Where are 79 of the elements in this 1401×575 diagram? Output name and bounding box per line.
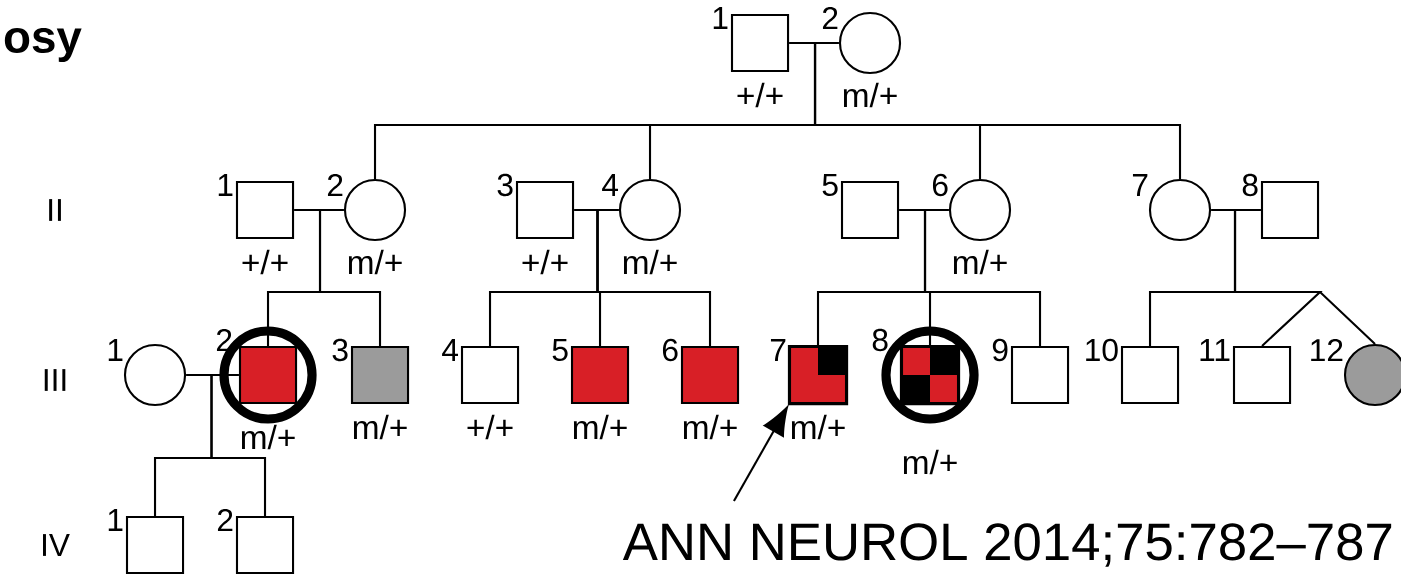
individual-number: 1 <box>218 174 233 196</box>
affected-male-square <box>787 344 849 406</box>
individual-number: 3 <box>332 338 348 362</box>
female-circle <box>838 11 902 75</box>
genotype-label: m/+ <box>353 414 407 440</box>
generation-label: IV <box>43 534 70 556</box>
female-circle <box>948 178 1012 242</box>
genotype-label: m/+ <box>843 82 897 108</box>
genotype-label: m/+ <box>573 414 627 440</box>
individual-number: 2 <box>217 508 233 532</box>
genotype-label: +/+ <box>522 249 568 275</box>
individual-number: 4 <box>602 174 618 196</box>
individual-number: 7 <box>1132 174 1148 196</box>
affected-male-square <box>238 345 298 405</box>
individual-number: 12 <box>1311 338 1343 362</box>
descent-line <box>923 210 1042 346</box>
individual-number: 2 <box>822 6 838 30</box>
male-square <box>125 515 185 575</box>
genotype-label: +/+ <box>467 414 513 440</box>
affected-male-square <box>680 345 740 405</box>
affected-male-square <box>570 345 630 405</box>
individual-number: 5 <box>552 338 568 362</box>
individual-number: 6 <box>662 338 678 362</box>
marriage-line <box>899 208 949 212</box>
genotype-label: +/+ <box>242 249 288 275</box>
generation-label: III <box>44 369 66 391</box>
male-square <box>730 13 790 73</box>
genotype-label: m/+ <box>953 249 1007 275</box>
genotype-label: m/+ <box>348 249 402 275</box>
shaded-female-circle <box>1343 343 1401 407</box>
marriage-line <box>186 373 239 377</box>
individual-number: 5 <box>822 173 838 197</box>
individual-number: 2 <box>327 173 343 197</box>
individual-number: 7 <box>770 339 786 361</box>
individual-number: 11 <box>1200 339 1230 361</box>
individual-number: 8 <box>1242 173 1258 197</box>
individual-number: 6 <box>932 173 948 197</box>
marriage-line <box>1211 208 1261 212</box>
descent-line <box>210 375 267 516</box>
individual-number: 3 <box>497 173 513 197</box>
male-square <box>840 180 900 240</box>
generation-label: II <box>49 199 61 221</box>
female-circle <box>1148 178 1212 242</box>
individual-number: 4 <box>442 339 458 361</box>
individual-number: 1 <box>108 509 123 531</box>
descent-line <box>813 43 1182 179</box>
genotype-label: m/+ <box>903 449 957 475</box>
title-fragment: osy <box>4 28 82 63</box>
individual-number: 10 <box>1086 338 1118 362</box>
female-circle <box>343 178 407 242</box>
individual-number: 9 <box>992 338 1008 362</box>
male-square <box>1260 180 1320 240</box>
individual-number: 1 <box>713 7 728 29</box>
genotype-label: m/+ <box>241 424 295 450</box>
male-square <box>1010 345 1070 405</box>
affected-male-square <box>899 344 961 406</box>
genotype-label: m/+ <box>791 414 845 440</box>
genotype-label: m/+ <box>683 414 737 440</box>
individual-number: 1 <box>108 339 123 361</box>
male-square <box>460 345 520 405</box>
descent-line <box>318 210 382 346</box>
male-square <box>235 515 295 575</box>
descent-line <box>1233 210 1376 345</box>
marriage-line <box>789 41 839 45</box>
male-square <box>1120 345 1180 405</box>
male-square <box>515 180 575 240</box>
male-square <box>235 180 295 240</box>
proband-arrow <box>733 406 788 502</box>
female-circle <box>618 178 682 242</box>
individual-number: 8 <box>872 328 888 352</box>
female-circle <box>123 343 187 407</box>
marriage-line <box>574 208 619 212</box>
male-square <box>1232 345 1292 405</box>
marriage-line <box>294 208 344 212</box>
shaded-male-square <box>350 345 410 405</box>
genotype-label: +/+ <box>737 82 783 108</box>
citation: ANN NEUROL 2014;75:782–787 <box>622 523 1392 567</box>
descent-line <box>596 210 712 346</box>
genotype-label: m/+ <box>623 249 677 275</box>
